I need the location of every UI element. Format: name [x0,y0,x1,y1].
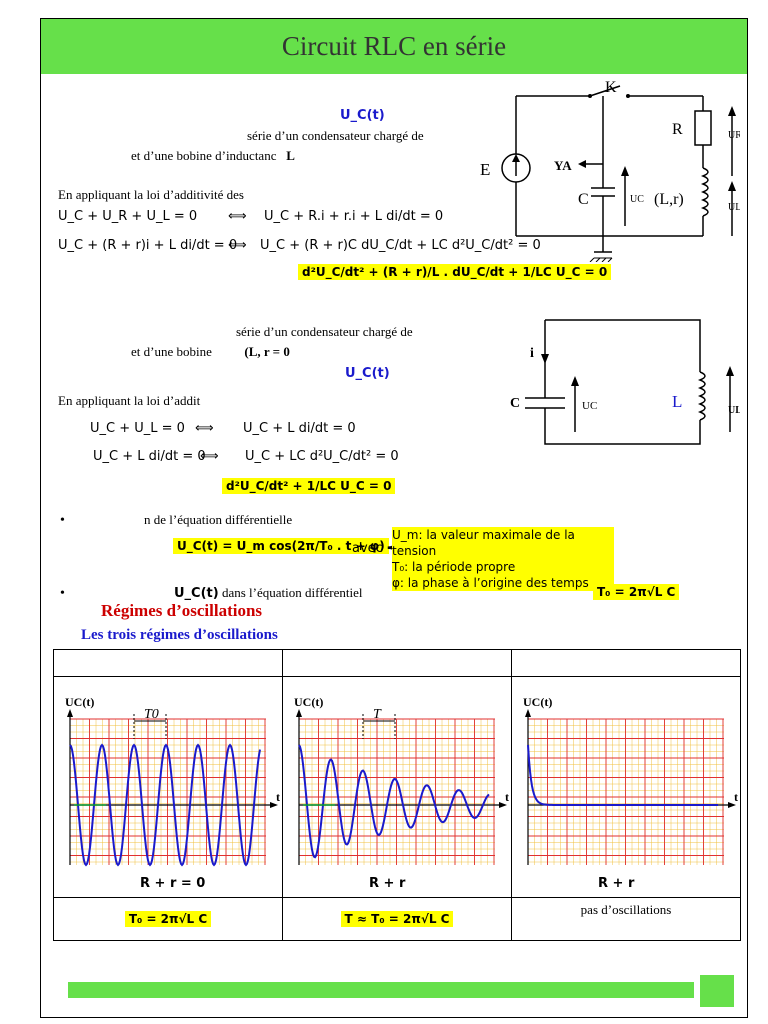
voltage-curve [69,743,261,867]
current-label: i [530,346,534,361]
ur-label: UR [728,130,740,141]
graph-caption: R + r [598,876,635,891]
header-cell-3 [511,649,741,677]
capacitor2-label: C [510,396,520,411]
rlc-circuit-diagram: K R UR E YA C UC (L,r) UL [480,79,740,262]
section2-result: d²U_C/dt² + 1/LC U_C = 0 [222,478,396,494]
section1-eq1-right: U_C + R.i + r.i + L di/dt = 0 [264,209,444,224]
graph-caption: R + r = 0 [140,876,205,891]
section1-eq1-arrow: ⟺ [228,209,247,224]
generator-label: E [480,160,490,179]
periodic-graph: UC(t) t T0 R + r = 0 [65,695,280,891]
graph-caption: R + r [369,876,406,891]
x-axis-label: t [276,790,280,804]
section1-eq2-arrow: ⟺ [228,238,247,253]
x-axis-arrow [728,802,736,808]
def-t0: T₀: la période propre [392,560,516,574]
section2-line2: et d’une bobine (L, r = 0 [131,344,290,359]
inductor2-label: L [672,392,682,411]
y-axis-arrow [525,709,531,717]
definitions-box: U_m: la valeur maximale de la tension T₀… [392,527,614,591]
footer-square [700,975,734,1007]
pseudo-periodic-graph: UC(t) t T R + r [294,695,509,891]
section2-line1: série d’un condensateur chargé de [236,324,413,339]
switch-label: K [605,79,617,96]
header-cell-1 [53,649,283,677]
x-axis-label: t [734,790,738,804]
formula-cell-1: T₀ = 2π√L C [53,897,283,941]
section1-eq2-left: U_C + (R + r)i + L di/dt = 0 [58,238,238,253]
y-axis-label: UC(t) [65,695,94,709]
page-frame [40,18,748,1018]
regimes-heading: Régimes d’oscillations [101,601,263,620]
ul2-label: UL [728,405,740,416]
section2-eq2-arrow: ⟺ [200,449,219,464]
title-banner: Circuit RLC en série [41,19,747,74]
ya-label: YA [554,158,572,173]
resistor-label: R [672,121,683,138]
bullet1-dot: • [60,513,65,528]
y-axis-arrow [296,709,302,717]
section1-line3: En appliquant la loi d’additivité des [58,187,244,202]
x-axis-label: t [505,790,509,804]
section1-line1: série d’un condensateur chargé de [247,128,424,143]
section1-result: d²U_C/dt² + (R + r)/L . dU_C/dt + 1/LC U… [298,264,612,280]
uc-label: UC [630,194,644,205]
period-label: T0 [144,707,159,722]
section2-variable: U_C(t) [345,366,390,381]
y-axis-arrow [67,709,73,717]
voltage-curve [298,744,490,859]
coil-label: (L,r) [654,191,684,208]
x-axis-arrow [499,802,507,808]
aperiodic-graph: UC(t) t R + r [523,695,738,891]
voltage-curve [527,744,718,806]
graph-cell-2: UC(t) t T R + r [282,676,512,898]
y-axis-label: UC(t) [294,695,323,709]
bullet2-result: T₀ = 2π√L C [593,584,680,600]
section1-line2: et d’une bobine d’inductanc L [131,148,295,163]
y-axis-label: UC(t) [523,695,552,709]
uc2-label: UC [582,400,597,412]
section1-eq1-left: U_C + U_R + U_L = 0 [58,209,198,224]
section2-eq1-right: U_C + L di/dt = 0 [243,421,356,436]
section2-eq2-left: U_C + L di/dt = 0 [93,449,206,464]
solution-formula: U_C(t) = U_m cos(2π/T₀ . t + φ) [173,538,389,554]
regimes-table: UC(t) t T0 R + r = 0 UC(t) t T R + r UC(t) t R +… [53,649,741,941]
section1-eq2-right: U_C + (R + r)C dU_C/dt + LC d²U_C/dt² = … [260,238,541,253]
bullet2-dot: • [60,586,65,601]
bullet1-text: n de l’équation différentielle [144,512,293,527]
section2-line3: En appliquant la loi d’addit [58,393,201,408]
page-title: Circuit RLC en série [281,31,507,61]
section2-eq2-right: U_C + LC d²U_C/dt² = 0 [245,449,399,464]
section2-eq1-arrow: ⟺ [195,421,214,436]
formula-cell-2: T ≈ T₀ = 2π√L C [282,897,512,941]
ul-label: UL [728,202,740,213]
lc-circuit-diagram: i C UC L UL [510,319,740,445]
graph-cell-3: UC(t) t R + r [511,676,741,898]
regimes-subheading: Les trois régimes d’oscillations [81,627,278,643]
header-cell-2 [282,649,512,677]
section2-eq1-left: U_C + U_L = 0 [90,421,185,436]
avec-label: avec [352,541,383,556]
graph-cell-1: UC(t) t T0 R + r = 0 [53,676,283,898]
formula-cell-3: pas d’oscillations [511,897,741,941]
capacitor-label: C [578,191,589,208]
def-phi: φ: la phase à l’origine des temps [392,576,589,590]
footer-bar [68,982,694,998]
bullet2-text: U_C(t) dans l’équation différentiel [174,585,363,601]
section1-variable: U_C(t) [340,108,385,123]
period-label: T [373,707,382,722]
x-axis-arrow [270,802,278,808]
def-um: U_m: la valeur maximale de la tension [392,528,575,558]
